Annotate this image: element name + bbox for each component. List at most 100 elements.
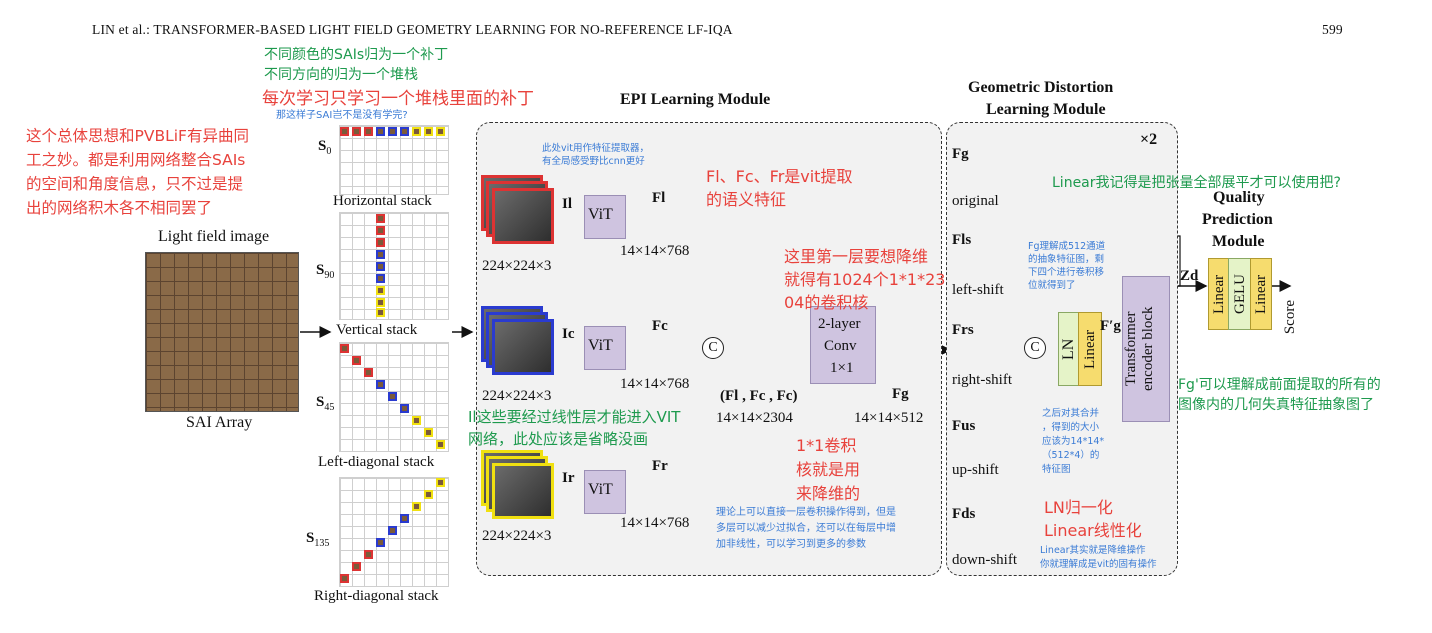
il-dim: 224×224×3 — [482, 258, 552, 274]
gdl-module-title-line2: Learning Module — [986, 101, 1106, 118]
s45-cell — [340, 344, 349, 353]
s90-cell — [376, 308, 385, 317]
annot-left-1: 这个总体思想和PVBLiF有异曲同 — [26, 127, 249, 145]
il-label: Il — [562, 196, 573, 212]
annot-left-4: 出的网络积木各不相同罢了 — [26, 199, 213, 217]
fl-dim: 14×14×768 — [620, 243, 690, 259]
repeat-label: ×2 — [1140, 131, 1158, 148]
s0-cell — [388, 127, 397, 136]
s0-cell — [376, 127, 385, 136]
annot-kernel-2: 核就是用 — [796, 460, 861, 479]
s0-cell — [400, 127, 409, 136]
s135-cell — [376, 538, 385, 547]
gdl-label-0: original — [952, 193, 999, 209]
s0-cell — [352, 127, 361, 136]
annot-merge-4: （512*4）的 — [1042, 450, 1100, 461]
sai-array-label: SAI Array — [186, 414, 253, 431]
ir-dim: 224×224×3 — [482, 528, 552, 544]
annot-theory-1: 理论上可以直接一层卷积操作得到，但是 — [716, 507, 896, 518]
annot-conv-3: 04的卷积核 — [784, 293, 869, 312]
running-header: LIN et al.: TRANSFORMER-BASED LIGHT FIEL… — [92, 22, 733, 37]
lf-image-title: Light field image — [158, 228, 270, 245]
conv-line2: Conv — [824, 338, 857, 354]
s45-label: S45 — [316, 394, 335, 413]
s90-cell — [376, 286, 385, 295]
ic-label: Ic — [562, 326, 575, 342]
annot-conv-2: 就得有1024个1*1*23 — [784, 270, 946, 289]
sai-array-image — [145, 252, 299, 412]
teb-line1: Transformer — [1123, 311, 1139, 387]
ic-dim: 224×224×3 — [482, 388, 552, 404]
ln-block: LN — [1058, 312, 1080, 386]
s45-cell — [364, 368, 373, 377]
teb-line2: encoder block — [1140, 306, 1156, 392]
annot-fg-prime-2: 图像内的几何失真特征抽象图了 — [1178, 397, 1374, 413]
score-label: Score — [1282, 300, 1298, 335]
page-number: 599 — [1322, 22, 1343, 37]
s90-cell — [376, 250, 385, 259]
annot-linear-op-1: Linear其实就是降维操作 — [1040, 545, 1146, 556]
annot-ln-2: Linear线性化 — [1044, 521, 1142, 540]
annot-vit-1: 此处vit用作特征提取器， — [542, 143, 649, 154]
s135-cell — [400, 514, 409, 523]
s0-cell — [424, 127, 433, 136]
left-diagonal-stack-label: Left-diagonal stack — [318, 454, 435, 470]
vit-label-r: ViT — [588, 481, 613, 498]
il-input-image — [492, 188, 554, 244]
zd-label: Zd — [1180, 268, 1199, 284]
s135-cell — [364, 550, 373, 559]
s90-cell — [376, 238, 385, 247]
annot-feat-2: 的语义特征 — [706, 190, 787, 209]
annot-kernel-1: 1*1卷积 — [796, 436, 857, 455]
horizontal-stack-grid — [339, 125, 449, 195]
annot-red-1: 每次学习只学习一个堆栈里面的补丁 — [262, 89, 534, 109]
s0-cell — [436, 127, 445, 136]
annot-linear-2: 网络，此处应该是省略没画 — [468, 430, 649, 448]
gdl-label-3: up-shift — [952, 462, 999, 478]
gdl-label-2: right-shift — [952, 372, 1012, 388]
s0-cell — [340, 127, 349, 136]
fr-label: Fr — [652, 458, 668, 474]
gdl-sym-1: Fls — [952, 232, 972, 248]
s45-cell — [352, 356, 361, 365]
s135-cell — [412, 502, 421, 511]
concat-label: (Fl , Fc , Fc) — [720, 388, 798, 404]
s90-cell — [376, 214, 385, 223]
fg-prime-label: F′g — [1100, 318, 1121, 334]
s0-cell — [412, 127, 421, 136]
s135-label: S135 — [306, 530, 330, 549]
vertical-stack-grid — [339, 212, 449, 320]
s135-cell — [340, 574, 349, 583]
vit-block-r — [584, 470, 626, 514]
s135-cell — [436, 478, 445, 487]
s0-cell — [364, 127, 373, 136]
fg-dim: 14×14×512 — [854, 410, 924, 426]
annot-blue-1: 那这样子SAI岂不是没有学完? — [276, 110, 408, 121]
ir-input-image — [492, 463, 554, 519]
s45-cell — [412, 416, 421, 425]
gdl-sym-4: Fds — [952, 506, 976, 522]
qp-module-title-line1: Quality — [1213, 189, 1265, 206]
annot-linear-1: Il这些要经过线性层才能进入VIT — [468, 408, 681, 426]
s0-label: S0 — [318, 138, 332, 157]
s135-cell — [424, 490, 433, 499]
annot-linear-question: Linear我记得是把张量全部展平才可以使用把? — [1052, 175, 1341, 191]
s90-cell — [376, 262, 385, 271]
qp-module-title-line3: Module — [1212, 233, 1265, 250]
annot-fg-2: 的抽象特征图，剩 — [1028, 254, 1105, 265]
concat-dim: 14×14×2304 — [716, 410, 793, 426]
annot-vit-2: 有全局感受野比cnn更好 — [542, 156, 645, 167]
annot-merge-2: ，得到的大小 — [1042, 422, 1100, 433]
annot-fg-prime-1: Fg'可以理解成前面提取的所有的 — [1178, 377, 1381, 393]
annot-merge-1: 之后对其合并 — [1042, 408, 1100, 419]
annot-merge-3: 应该为14*14* — [1042, 436, 1105, 447]
concat-operator-epi: C — [702, 337, 724, 359]
annot-conv-1: 这里第一层要想降维 — [784, 247, 929, 266]
qp-linear2-block: Linear — [1250, 258, 1272, 330]
fl-label: Fl — [652, 190, 666, 206]
ir-label: Ir — [562, 470, 575, 486]
gdl-label-1: left-shift — [952, 282, 1004, 298]
gdl-sym-0: Fg — [952, 146, 969, 162]
fc-dim: 14×14×768 — [620, 376, 690, 392]
